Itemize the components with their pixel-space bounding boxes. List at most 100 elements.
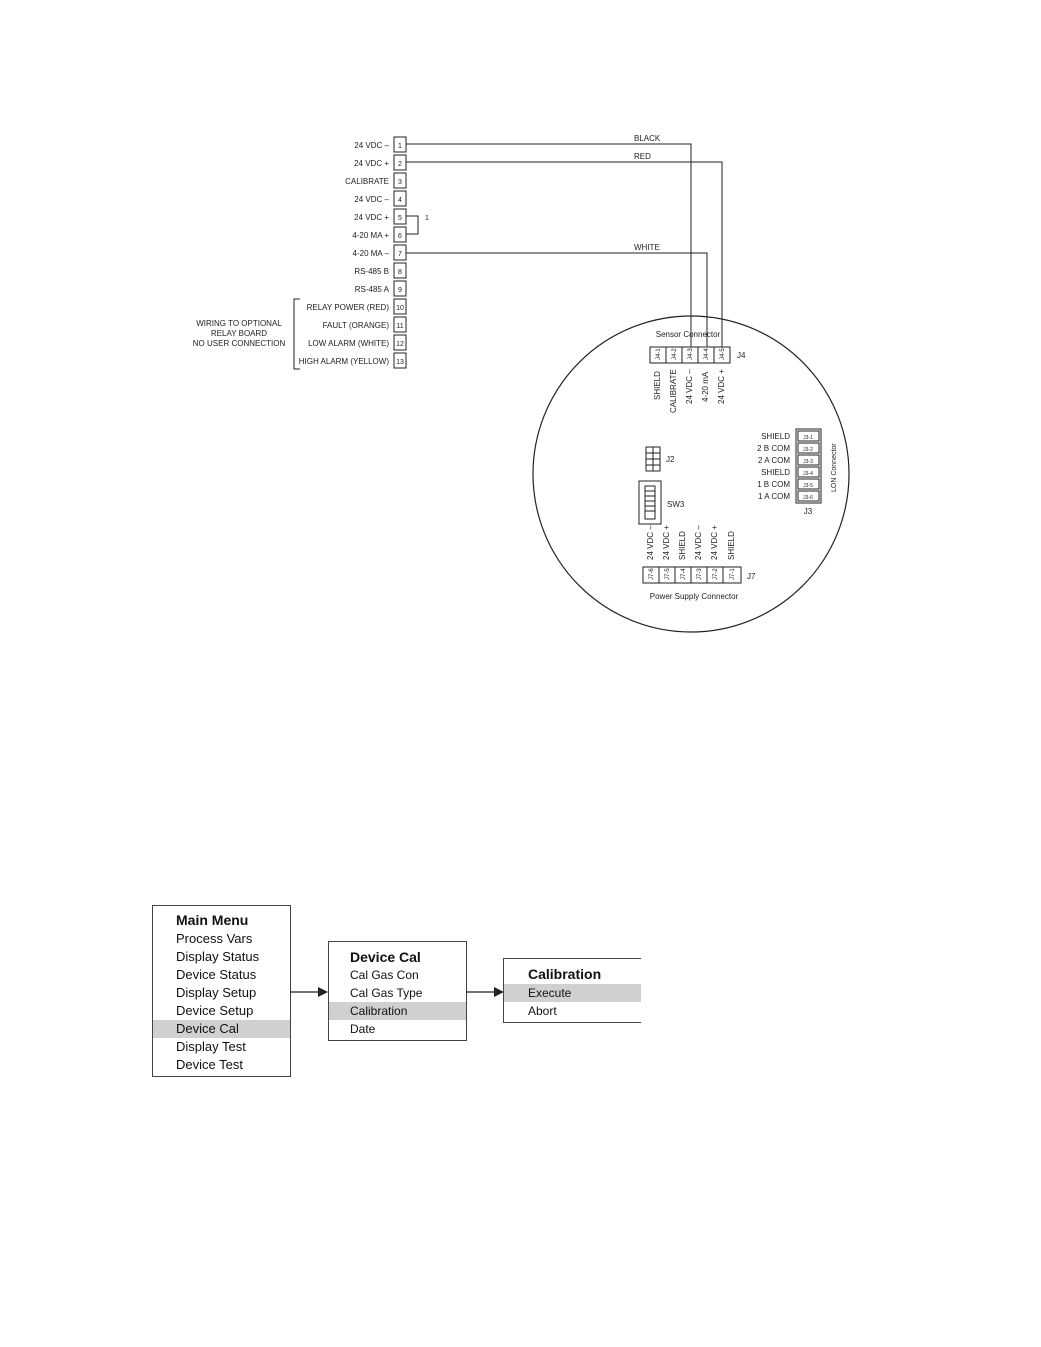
lon-pin-5-label: 1 B COM (757, 480, 790, 489)
device-cal-item-date[interactable]: Date (350, 1022, 376, 1036)
lon-pin-5-id: J3-5 (803, 483, 813, 489)
device-cal-item-cal-gas-type[interactable]: Cal Gas Type (350, 986, 423, 1000)
terminal-11 (393, 316, 407, 333)
main-menu-item-device-status[interactable]: Device Status (176, 967, 257, 982)
relay-note-line-1: WIRING TO OPTIONAL (196, 319, 282, 328)
terminal-12-label: LOW ALARM (WHITE) (308, 339, 389, 348)
sw3-inner (644, 485, 656, 520)
wiring-diagram: 1 24 VDC – 2 24 VDC + 3 CALIBRATE 4 24 V… (193, 134, 850, 633)
lon-connector: J3-1 SHIELD J3-2 2 B COM J3-3 2 A COM J3… (757, 428, 838, 516)
sensor-pin-3-id: J4-3 (688, 348, 694, 360)
lon-pin-4 (797, 466, 820, 478)
terminal-4 (393, 190, 407, 207)
terminal-block: 1 24 VDC – 2 24 VDC + 3 CALIBRATE 4 24 V… (299, 136, 407, 369)
main-menu-title: Main Menu (176, 912, 249, 928)
terminal-13 (393, 352, 407, 369)
relay-note-line-2: RELAY BOARD (211, 329, 267, 338)
main-menu-item-process-vars[interactable]: Process Vars (176, 931, 253, 946)
terminal-4-label: 24 VDC – (354, 195, 389, 204)
lon-housing (795, 428, 822, 504)
relay-note-line-3: NO USER CONNECTION (193, 339, 286, 348)
wire-black-label: BLACK (634, 134, 661, 143)
terminal-2-label: 24 VDC + (354, 159, 389, 168)
jumper-5-6 (406, 215, 419, 235)
device-cal-item-calibration[interactable]: Calibration (329, 1002, 466, 1020)
terminal-10 (393, 298, 407, 315)
terminal-10-label: RELAY POWER (RED) (307, 303, 390, 312)
power-pin-4-id: J7-4 (681, 568, 687, 580)
relay-bracket (293, 298, 300, 370)
power-pin-1-id: J7-1 (730, 568, 736, 580)
wire-black (406, 143, 692, 347)
main-menu-box: Main Menu Process Vars Display Status De… (152, 905, 291, 1077)
main-menu-item-display-status[interactable]: Display Status (176, 949, 260, 964)
arrow-cal-to-calibration (466, 987, 504, 997)
power-pin-1-label: SHIELD (727, 531, 736, 560)
sensor-pin-5-id: J4-5 (720, 348, 726, 360)
sensor-pin-2-id: J4-2 (672, 348, 678, 360)
lon-pin-3-id: J3-3 (803, 459, 813, 465)
lon-pin-4-label: SHIELD (761, 468, 790, 477)
power-pin-2-label: 24 VDC + (710, 525, 719, 560)
sensor-pin-4-id: J4-4 (704, 348, 710, 360)
lon-pin-5 (797, 478, 820, 490)
sw3-switch (638, 480, 662, 525)
terminal-3-label: CALIBRATE (345, 177, 389, 186)
power-housing (642, 566, 742, 584)
device-cal-item-cal-gas-con[interactable]: Cal Gas Con (350, 968, 419, 982)
arrow-main-to-cal (290, 987, 328, 997)
terminal-2-num: 2 (398, 161, 402, 168)
power-pin-6-label: 24 VDC – (646, 525, 655, 560)
device-cal-menu-title: Device Cal (350, 949, 421, 965)
terminal-13-num: 13 (396, 359, 404, 366)
lon-pin-1-label: SHIELD (761, 432, 790, 441)
wire-white (406, 252, 708, 347)
sensor-pin-2-label: CALIBRATE (669, 369, 678, 413)
terminal-6-label: 4-20 MA + (352, 231, 389, 240)
power-pin-5-label: 24 VDC + (662, 525, 671, 560)
terminal-3 (393, 172, 407, 189)
lon-pin-3 (797, 454, 820, 466)
terminal-12 (393, 334, 407, 351)
terminal-11-label: FAULT (ORANGE) (323, 321, 390, 330)
main-menu-item-device-test[interactable]: Device Test (176, 1057, 243, 1072)
sensor-pin-5 (713, 346, 731, 364)
power-pin-4-label: SHIELD (678, 531, 687, 560)
sensor-connector-title: Sensor Connector (656, 330, 721, 339)
power-connector-ref: J7 (747, 572, 756, 581)
lon-pin-1-id: J3-1 (803, 435, 813, 441)
sensor-pin-1-label: SHIELD (653, 371, 662, 400)
sensor-pin-3-label: 24 VDC – (685, 369, 694, 404)
lon-connector-title: LON Connector (831, 443, 838, 492)
terminal-8 (393, 262, 407, 279)
terminal-1-label: 24 VDC – (354, 141, 389, 150)
terminal-9-num: 9 (398, 287, 402, 294)
sensor-pin-5-label: 24 VDC + (717, 369, 726, 404)
lon-pin-6-id: J3-6 (803, 495, 813, 501)
sensor-pin-1-id: J4-1 (656, 348, 662, 360)
terminal-4-num: 4 (398, 197, 402, 204)
lon-connector-ref: J3 (804, 507, 813, 516)
power-pin-2-id: J7-2 (713, 568, 719, 580)
lon-pin-4-id: J3-4 (803, 471, 813, 477)
calibration-item-abort[interactable]: Abort (528, 1004, 557, 1018)
terminal-10-num: 10 (396, 305, 404, 312)
terminal-12-num: 12 (396, 341, 404, 348)
terminal-11-num: 11 (396, 323, 403, 330)
sensor-connector-ref: J4 (737, 351, 746, 360)
terminal-6-num: 6 (398, 233, 402, 240)
wire-red (406, 161, 723, 347)
main-menu-item-display-test[interactable]: Display Test (176, 1039, 246, 1054)
terminal-8-num: 8 (398, 269, 402, 276)
terminal-5-num: 5 (398, 215, 402, 222)
calibration-item-execute[interactable]: Execute (504, 984, 641, 1002)
device-cal-menu-box: Device Cal Cal Gas Con Cal Gas Type Cali… (328, 941, 467, 1041)
terminal-7-num: 7 (398, 251, 402, 258)
main-menu-item-device-cal[interactable]: Device Cal (153, 1020, 290, 1038)
terminal-9 (393, 280, 407, 297)
lon-pin-1 (797, 430, 820, 442)
terminal-8-label: RS-485 B (354, 267, 389, 276)
main-menu-item-display-setup[interactable]: Display Setup (176, 985, 257, 1000)
lon-pin-6 (797, 490, 820, 502)
main-menu-item-device-setup[interactable]: Device Setup (176, 1003, 254, 1018)
